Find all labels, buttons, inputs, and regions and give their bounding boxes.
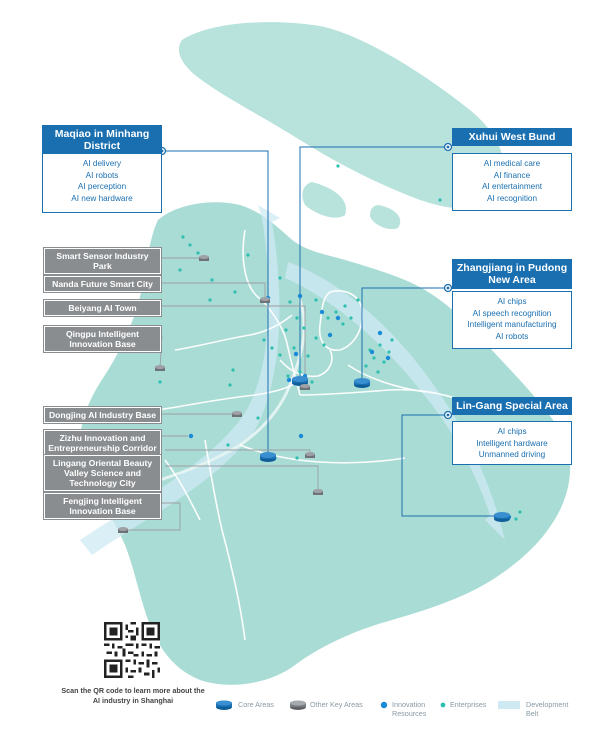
key-label-dongjing: Dongjing AI Industry Base [43,406,162,424]
core-item: AI entertainment [481,182,543,191]
core-item: AI chips [497,427,527,436]
core-item: AI robots [85,170,119,180]
development-belt-west [80,205,280,555]
core-title-zhangjiang: Zhangjiang in Pudong New Area [452,259,572,289]
qr-caption: Scan the QR code to learn more about the… [61,686,205,705]
core-items-zhangjiang: AI chips AI speech recognition Intellige… [452,291,572,349]
key-marker-beiyang [300,384,310,390]
core-item: AI recognition [486,193,538,203]
innovation-legend-icon [380,701,388,709]
core-area-legend-icon [216,700,232,710]
legend-enterprises-label: Enterprises [450,700,487,709]
core-marker-lingang [494,512,510,522]
core-item: AI chips [497,297,527,306]
legend-innovation-label: Innovation Resources [392,700,427,718]
core-item: AI delivery [82,159,122,168]
belt-legend-icon [498,701,520,709]
core-item: Intelligent hardware [476,438,548,448]
legend-core-label: Core Areas [238,700,274,709]
key-marker-smart-sensor [199,255,209,261]
key-marker-zizhu [305,452,315,458]
core-title-lingang: Lin-Gang Special Area [452,397,572,415]
core-marker-zhangjiang [354,378,370,388]
core-items-xuhui: AI medical care AI finance AI entertainm… [452,153,572,211]
changxing-island [302,182,346,218]
core-title-maqiao: Maqiao in Minhang District [42,125,162,155]
legend-other-label: Other Key Areas [310,700,363,709]
key-label-fengjing: Fengjing Intelligent Innovation Base [43,492,162,520]
core-markers [260,376,510,522]
core-title-xuhui: Xuhui West Bund [452,128,572,146]
key-label-qingpu: Qingpu Intelligent Innovation Base [43,325,162,353]
key-marker-lingang-oriental [313,489,323,495]
key-marker-dongjing [232,411,242,417]
core-item: AI new hardware [71,193,133,203]
key-label-lingang-oriental: Lingang Oriental Beauty Valley Science a… [43,454,162,492]
key-markers [118,255,323,533]
core-item: Unmanned driving [478,450,546,459]
core-item: Intelligent manufacturing [467,320,557,329]
hengsha-island [370,205,401,230]
key-area-legend-icon [290,700,306,710]
key-label-nanda: Nanda Future Smart City [43,275,162,293]
key-marker-fengjing [118,527,128,533]
key-marker-nanda [260,297,270,303]
key-leader-lines [123,257,319,531]
core-item: AI robots [495,331,529,341]
enterprise-dots [153,164,522,521]
core-marker-maqiao [260,452,276,462]
core-item: AI medical care [483,159,541,168]
legend-belt-label: Development Belt [526,700,569,718]
key-marker-qingpu [155,365,165,371]
core-leader-lines [162,146,500,517]
shanghai-mainland [80,202,571,685]
key-label-beiyang: Beiyang AI Town [43,299,162,317]
core-item: AI perception [77,182,127,191]
key-label-zizhu: Zizhu Innovation and Entrepreneurship Co… [43,429,162,457]
key-label-smart-sensor: Smart Sensor Industry Park [43,247,162,275]
core-item: AI speech recognition [472,308,552,318]
enterprise-legend-icon [440,702,446,708]
chongming-island [178,22,504,209]
core-items-maqiao: AI delivery AI robots AI perception AI n… [42,153,162,213]
huangpu-river [159,299,306,482]
core-items-lingang: AI chips Intelligent hardware Unmanned d… [452,421,572,465]
qr-code[interactable] [104,622,160,678]
core-item: AI finance [493,170,531,180]
